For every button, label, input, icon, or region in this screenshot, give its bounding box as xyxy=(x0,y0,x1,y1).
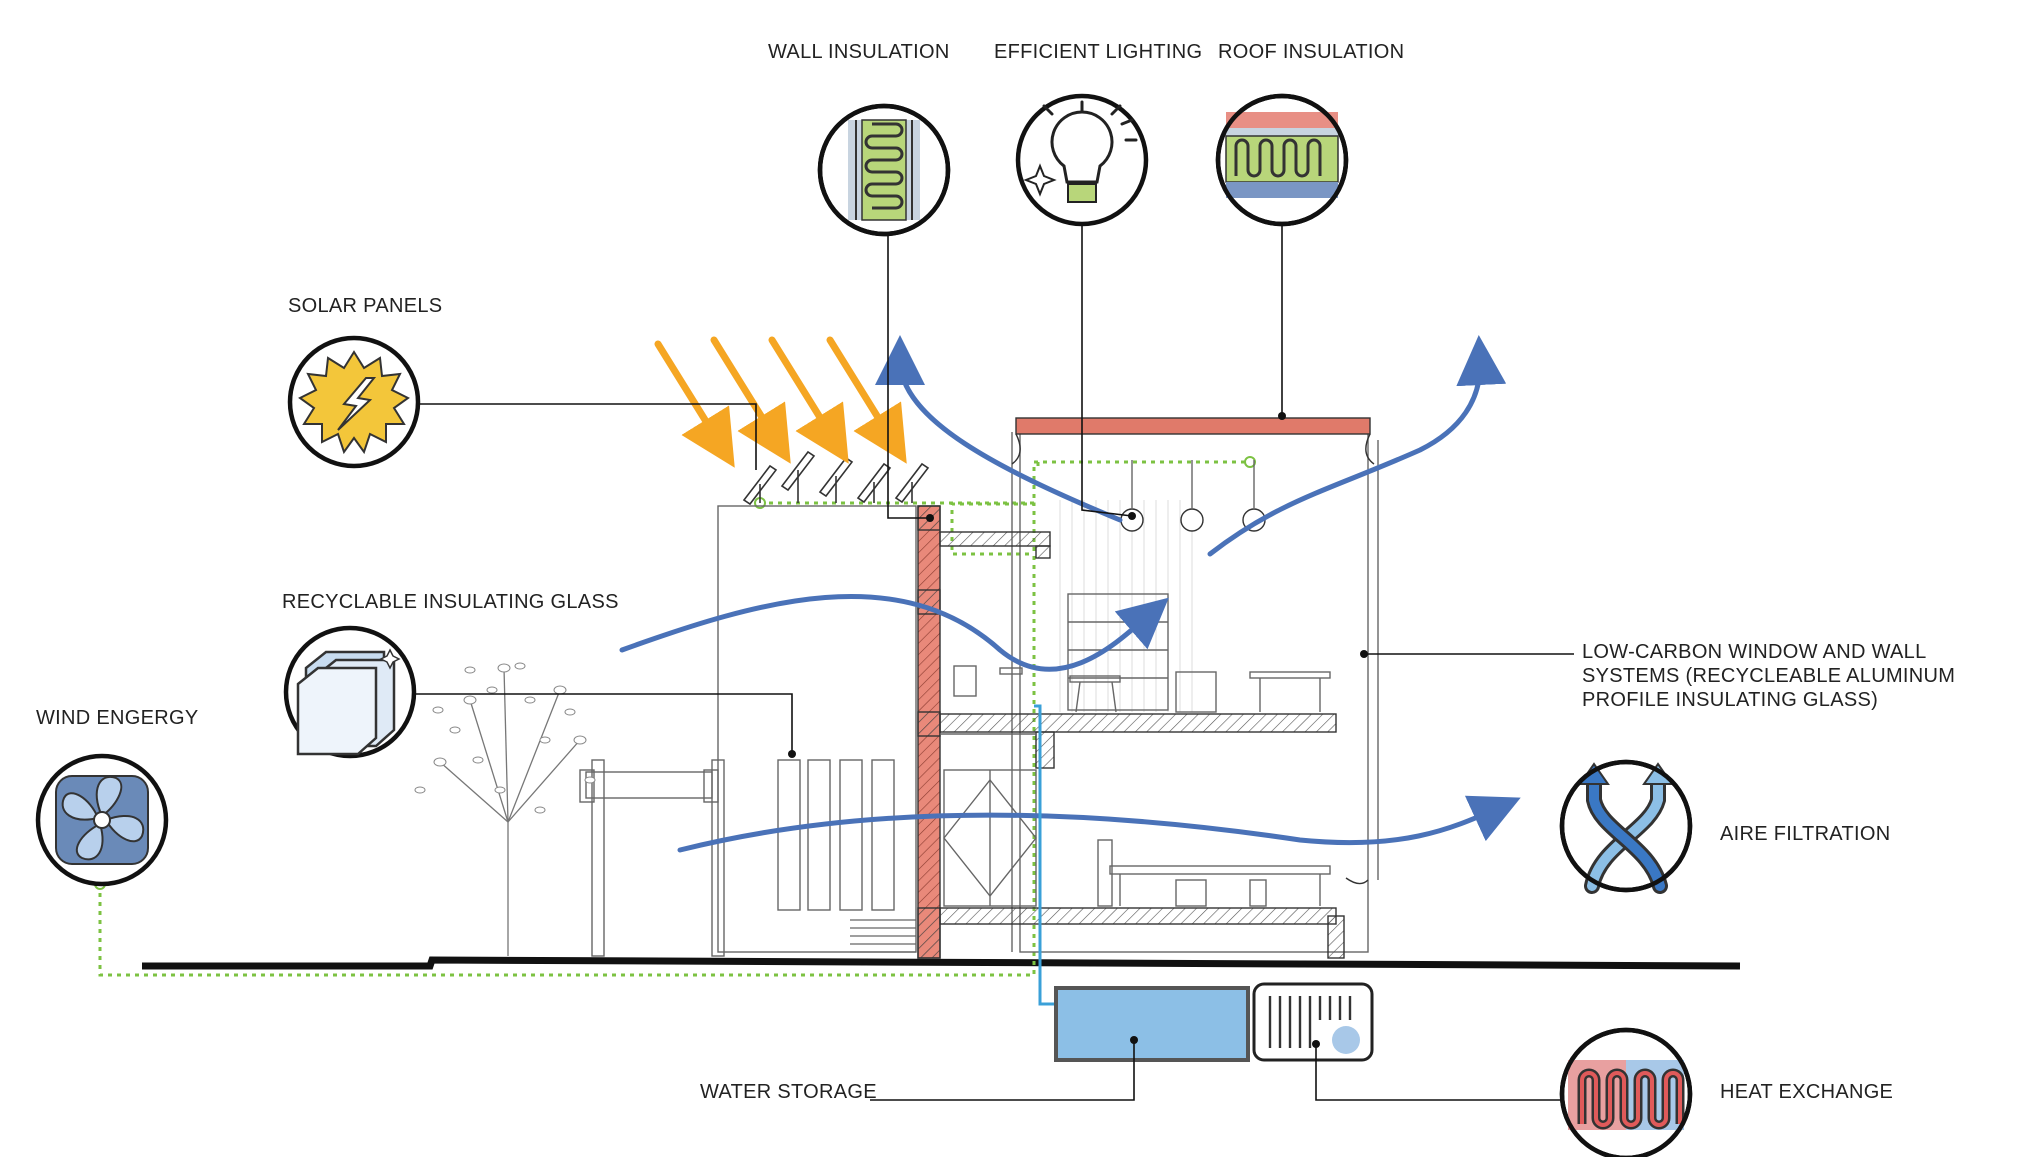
label-wall-insulation: WALL INSULATION xyxy=(768,41,950,63)
glass-panels xyxy=(777,759,895,911)
roof-slab xyxy=(1015,417,1371,435)
lightbulb-icon xyxy=(1015,93,1149,227)
house-section xyxy=(579,417,1379,959)
label-low-carbon-3: PROFILE INSULATING GLASS) xyxy=(1582,689,1878,711)
sun-icon xyxy=(287,335,421,469)
label-low-carbon-2: SYSTEMS (RECYCLEABLE ALUMINUM xyxy=(1582,665,1955,687)
wall-insulation-icon xyxy=(817,103,951,237)
roof-insulation-icon xyxy=(1215,93,1349,227)
leader-lines xyxy=(414,214,1574,1101)
label-low-carbon-1: LOW-CARBON WINDOW AND WALL xyxy=(1582,641,1927,663)
tree xyxy=(414,662,596,956)
crossing-arrows-icon xyxy=(1559,759,1693,894)
label-air-filtration: AIRE FILTRATION xyxy=(1720,823,1890,845)
label-heat-exchange: HEAT EXCHANGE xyxy=(1720,1081,1893,1103)
label-water-storage: WATER STORAGE xyxy=(700,1081,877,1103)
glass-panes-icon xyxy=(283,625,417,759)
air-flow xyxy=(619,335,1521,853)
label-wind-energy: WIND ENGERGY xyxy=(36,707,199,729)
ground-line xyxy=(142,956,1741,970)
label-roof-insulation: ROOF INSULATION xyxy=(1218,41,1404,63)
heat-coil-icon xyxy=(1559,1027,1693,1157)
label-solar-panels: SOLAR PANELS xyxy=(288,295,442,317)
fan-icon xyxy=(35,753,169,887)
label-efficient-lighting: EFFICIENT LIGHTING xyxy=(994,41,1202,63)
water-tank xyxy=(1054,986,1250,1062)
sun-rays xyxy=(654,336,907,468)
solar-array xyxy=(742,450,930,506)
heat-exchanger-unit xyxy=(1252,982,1374,1062)
label-recyclable-glass: RECYCLABLE INSULATING GLASS xyxy=(282,591,619,613)
energy-distribution-line xyxy=(98,460,1250,977)
water-pipe xyxy=(1034,704,1062,1006)
